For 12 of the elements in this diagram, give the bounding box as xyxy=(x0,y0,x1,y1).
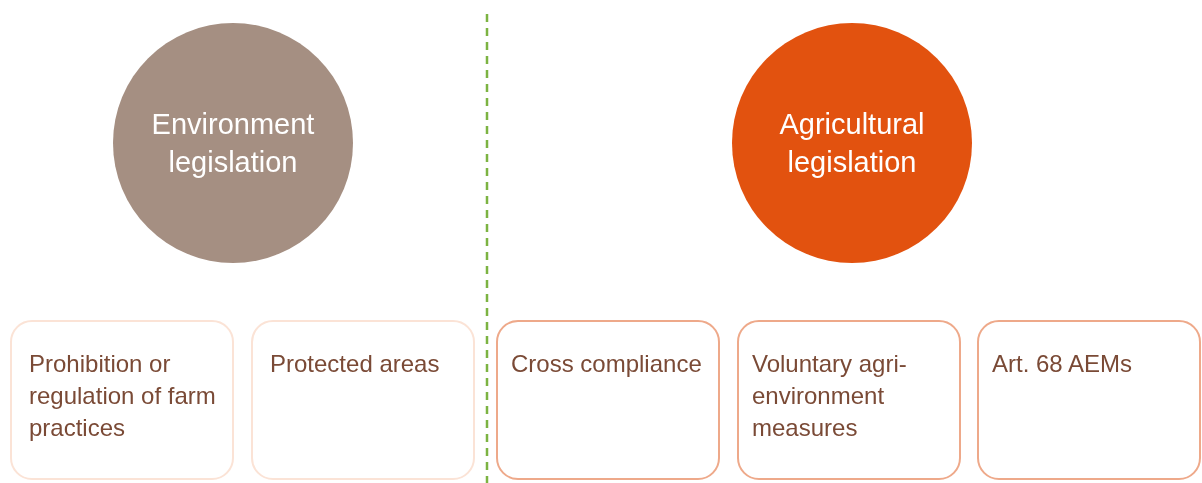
measure-box xyxy=(10,320,234,480)
measure-box xyxy=(977,320,1201,480)
measure-box xyxy=(737,320,961,480)
box-label: Cross compliance xyxy=(511,350,702,377)
circle-label: Environment legislation xyxy=(150,107,316,180)
box-label: Prohibition or regulation of farm practices xyxy=(29,350,216,441)
circle-label: Agricultural legislation xyxy=(778,107,926,180)
measure-box xyxy=(251,320,475,480)
box-label: Protected areas xyxy=(270,350,440,377)
box-label: Art. 68 AEMs xyxy=(992,350,1133,377)
box-label: Voluntary agri-environment measures xyxy=(752,350,907,441)
measure-box xyxy=(496,320,720,480)
